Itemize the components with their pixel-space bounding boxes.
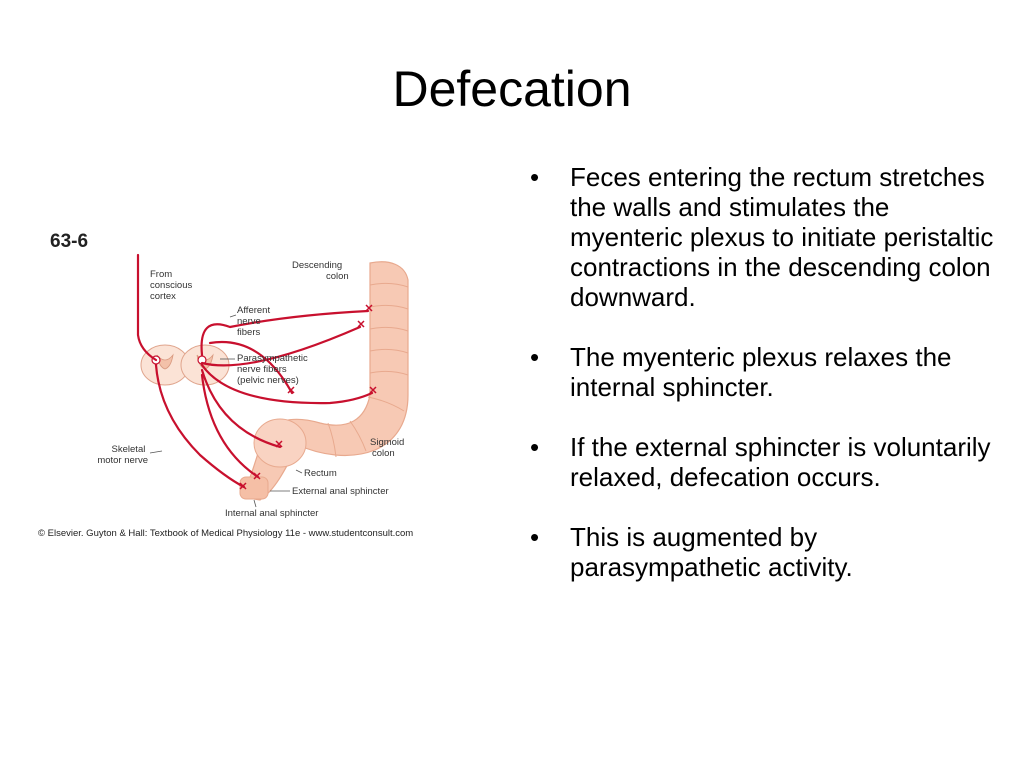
bullet-icon: • (530, 162, 540, 192)
label-external-sphincter: External anal sphincter (292, 486, 389, 497)
bullet-list: • Feces entering the rectum stretches the… (528, 162, 1008, 612)
label-internal-sphincter: Internal anal sphincter (225, 508, 318, 519)
diagram-svg: 63-6 (38, 231, 413, 539)
bullet-item: • This is augmented by parasympathetic ac… (528, 522, 1008, 582)
bullet-text: Feces entering the rectum stretches the … (570, 162, 994, 312)
bullet-text: The myenteric plexus relaxes the interna… (570, 342, 952, 402)
slide-title: Defecation (392, 61, 632, 117)
bullet-text: This is augmented by parasympathetic act… (570, 522, 853, 582)
figure-credit: © Elsevier. Guyton & Hall: Textbook of M… (38, 528, 413, 539)
nerve-fibers (136, 253, 374, 489)
label-afferent-fibers: Afferent nerve fibers (237, 305, 273, 338)
bullet-icon: • (530, 342, 540, 372)
bullet-item: • If the external sphincter is voluntaril… (528, 432, 1008, 492)
label-sigmoid-colon: Sigmoid colon (370, 437, 407, 459)
bullet-text: If the external sphincter is voluntarily… (570, 432, 991, 492)
label-parasympathetic-fibers: Parasympathetic nerve fibers (pelvic ner… (237, 353, 310, 386)
bullet-icon: • (530, 432, 540, 462)
label-descending-colon: Descending colon (292, 260, 349, 282)
label-from-cortex: From conscious cortex (150, 269, 195, 302)
nerve-endings (239, 304, 377, 490)
label-rectum: Rectum (304, 468, 337, 479)
bullet-item: • The myenteric plexus relaxes the intern… (528, 342, 1008, 402)
defecation-reflex-diagram: 63-6 (30, 215, 510, 545)
figure-number: 63-6 (50, 231, 88, 252)
bullet-icon: • (530, 522, 540, 552)
bullet-item: • Feces entering the rectum stretches the… (528, 162, 1008, 312)
label-skeletal-motor-nerve: Skeletal motor nerve (97, 444, 148, 466)
